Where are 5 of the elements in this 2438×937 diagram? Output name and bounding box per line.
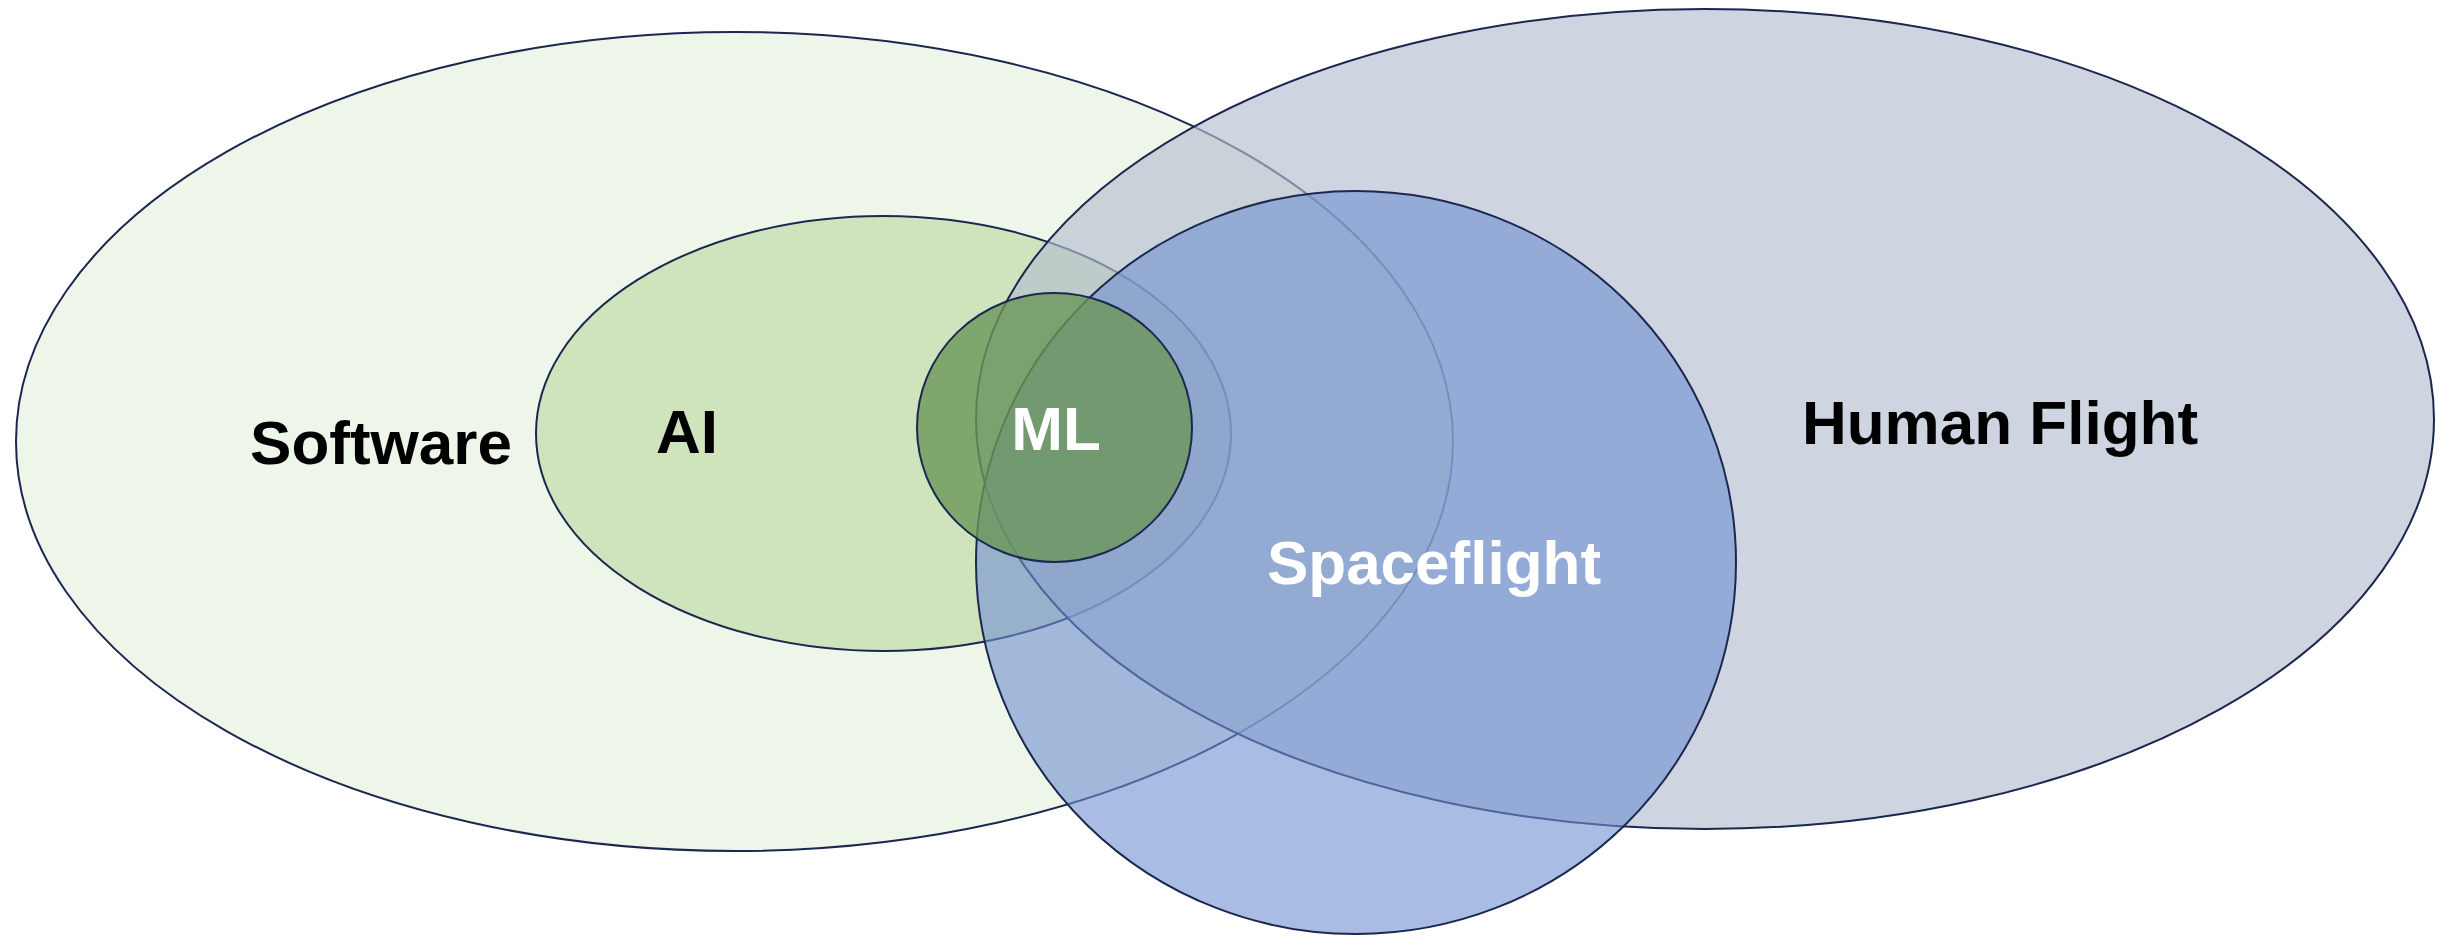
set-label: Human Flight xyxy=(1801,388,2199,458)
set-label: ML xyxy=(1011,394,1101,464)
set-label: Software xyxy=(250,408,512,478)
set-label: Spaceflight xyxy=(1266,528,1602,598)
set-label: AI xyxy=(656,397,718,467)
